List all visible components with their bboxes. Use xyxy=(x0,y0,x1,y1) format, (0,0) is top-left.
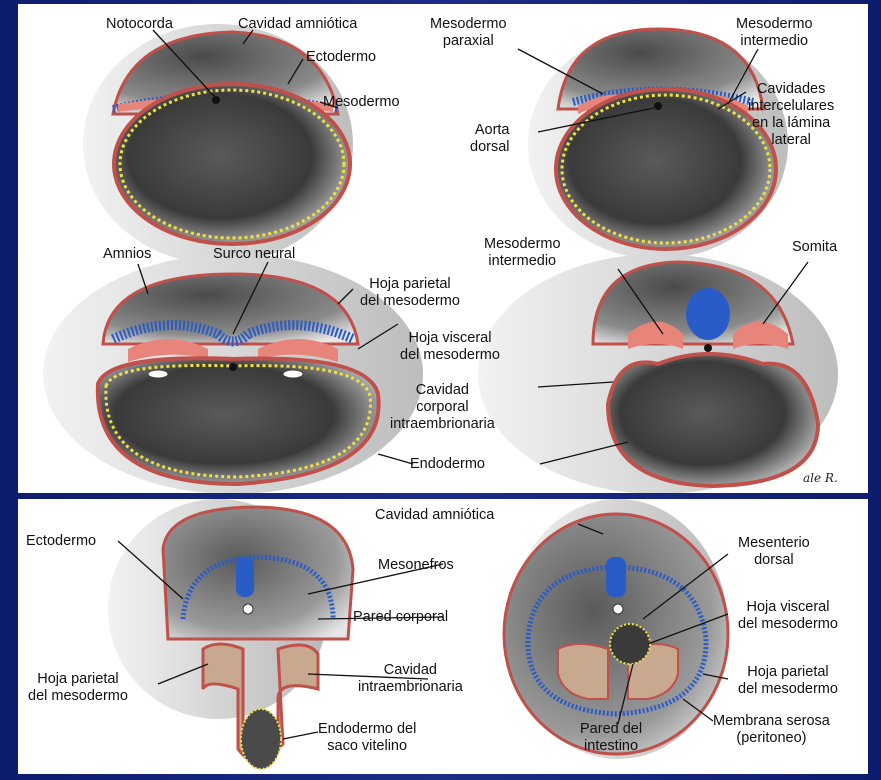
label-hoja-parietal-bottom-left: Hoja parietal del mesodermo xyxy=(28,671,128,705)
label-endodermo-saco-vitelino: Endodermo del saco vitelino xyxy=(318,721,416,755)
signature: ale R. xyxy=(803,471,838,485)
top-panel: ale R. Notocorda Cavidad amniótica Ectod… xyxy=(18,4,868,493)
label-hoja-visceral-top: Hoja visceral del mesodermo xyxy=(400,330,500,364)
label-mesodermo-intermedio-1: Mesodermo intermedio xyxy=(736,16,813,50)
label-notocorda: Notocorda xyxy=(106,16,173,33)
label-mesodermo-top: Mesodermo xyxy=(323,94,400,111)
label-mesodermo-paraxial: Mesodermo paraxial xyxy=(430,16,507,50)
label-mesenterio-dorsal: Mesenterio dorsal xyxy=(738,535,810,569)
label-ectodermo-top: Ectodermo xyxy=(306,49,376,66)
label-somita: Somita xyxy=(792,239,837,256)
label-hoja-visceral-bottom: Hoja visceral del mesodermo xyxy=(738,599,838,633)
label-amnios: Amnios xyxy=(103,246,151,263)
label-endodermo-top: Endodermo xyxy=(410,456,485,473)
label-ectodermo-bottom: Ectodermo xyxy=(26,533,96,550)
label-cavidad-amniotica-bottom: Cavidad amniótica xyxy=(375,507,494,524)
label-membrana-serosa: Membrana serosa (peritoneo) xyxy=(713,713,830,747)
embryo-5 xyxy=(108,499,353,769)
label-cavidad-corporal: Cavidad corporal intraembrionaria xyxy=(390,382,495,433)
embryo-6 xyxy=(504,499,728,759)
label-mesonefros: Mesonefros xyxy=(378,557,454,574)
label-pared-corporal: Pared corporal xyxy=(353,609,448,626)
label-cavidades-intercelulares: Cavidades intercelulares en la lámina la… xyxy=(748,81,834,149)
label-hoja-parietal-bottom-right: Hoja parietal del mesodermo xyxy=(738,664,838,698)
embryo-4: ale R. xyxy=(478,254,838,493)
label-pared-intestino: Pared del intestino xyxy=(580,721,642,755)
bottom-panel: Cavidad amniótica Ectodermo Mesonefros M… xyxy=(18,499,868,774)
label-mesodermo-intermedio-2: Mesodermo intermedio xyxy=(484,236,561,270)
label-hoja-parietal-top: Hoja parietal del mesodermo xyxy=(360,276,460,310)
label-cavidad-intraembrionaria: Cavidad intraembrionaria xyxy=(358,662,463,696)
label-aorta-dorsal: Aorta dorsal xyxy=(470,122,510,156)
label-surco-neural: Surco neural xyxy=(213,246,295,263)
label-cavidad-amniotica-top: Cavidad amniótica xyxy=(238,16,357,33)
